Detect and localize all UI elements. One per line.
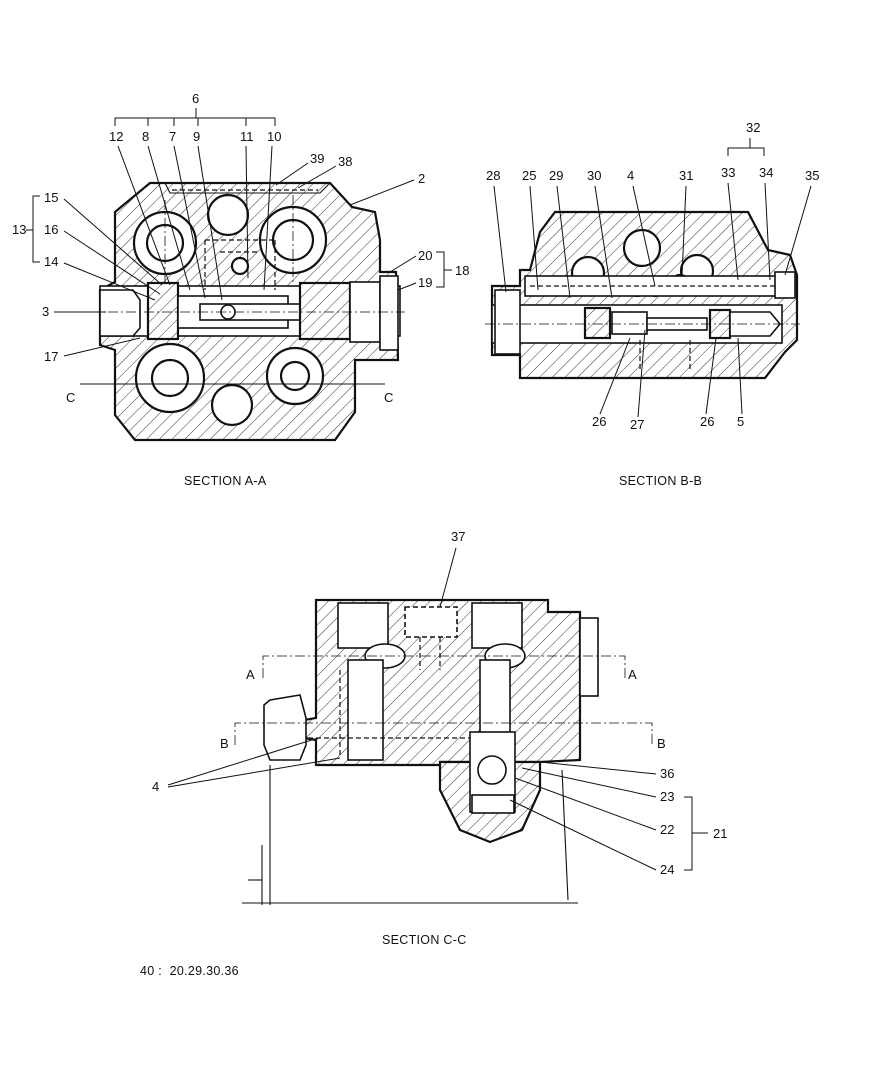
label-34: 34 [759, 165, 773, 180]
label-18: 18 [455, 263, 469, 278]
label-16: 16 [44, 222, 58, 237]
label-35: 35 [805, 168, 819, 183]
label-10: 10 [267, 129, 281, 144]
label-14: 14 [44, 254, 58, 269]
label-4-bb: 4 [627, 168, 634, 183]
label-6: 6 [192, 91, 199, 106]
label-25: 25 [522, 168, 536, 183]
label-8: 8 [142, 129, 149, 144]
cut-c-right: C [384, 390, 393, 405]
caption-section-a-a: SECTION A-A [184, 474, 267, 488]
label-26-left: 26 [592, 414, 606, 429]
label-9: 9 [193, 129, 200, 144]
label-13: 13 [12, 222, 26, 237]
label-27: 27 [630, 417, 644, 432]
label-29: 29 [549, 168, 563, 183]
section-b-b: 32 28 25 29 30 4 31 33 34 35 26 27 26 5 … [485, 120, 819, 488]
label-39: 39 [310, 151, 324, 166]
cut-c-left: C [66, 390, 75, 405]
label-32: 32 [746, 120, 760, 135]
label-38: 38 [338, 154, 352, 169]
cut-a-right: A [628, 667, 637, 682]
label-37: 37 [451, 529, 465, 544]
label-22: 22 [660, 822, 674, 837]
caption-section-c-c: SECTION C-C [382, 933, 467, 947]
section-c-c: 37 A A B B 4 36 23 22 24 21 SECTION C-C [152, 529, 727, 947]
label-15: 15 [44, 190, 58, 205]
label-33: 33 [721, 165, 735, 180]
label-7: 7 [169, 129, 176, 144]
caption-section-b-b: SECTION B-B [619, 474, 702, 488]
label-5: 5 [737, 414, 744, 429]
label-24: 24 [660, 862, 674, 877]
label-31: 31 [679, 168, 693, 183]
label-3: 3 [42, 304, 49, 319]
label-2: 2 [418, 171, 425, 186]
label-36: 36 [660, 766, 674, 781]
label-28: 28 [486, 168, 500, 183]
label-19: 19 [418, 275, 432, 290]
label-20: 20 [418, 248, 432, 263]
label-11: 11 [240, 129, 254, 144]
label-17: 17 [44, 349, 58, 364]
cut-b-left: B [220, 736, 229, 751]
label-12: 12 [109, 129, 123, 144]
label-23: 23 [660, 789, 674, 804]
label-21: 21 [713, 826, 727, 841]
label-4-cc: 4 [152, 779, 159, 794]
cut-b-right: B [657, 736, 666, 751]
cut-a-left: A [246, 667, 255, 682]
footnote: 40 : 20.29.30.36 [140, 964, 239, 978]
section-a-a: 6 12 8 7 9 11 10 39 38 2 13 15 16 14 3 [12, 91, 469, 488]
label-26-right: 26 [700, 414, 714, 429]
label-30: 30 [587, 168, 601, 183]
